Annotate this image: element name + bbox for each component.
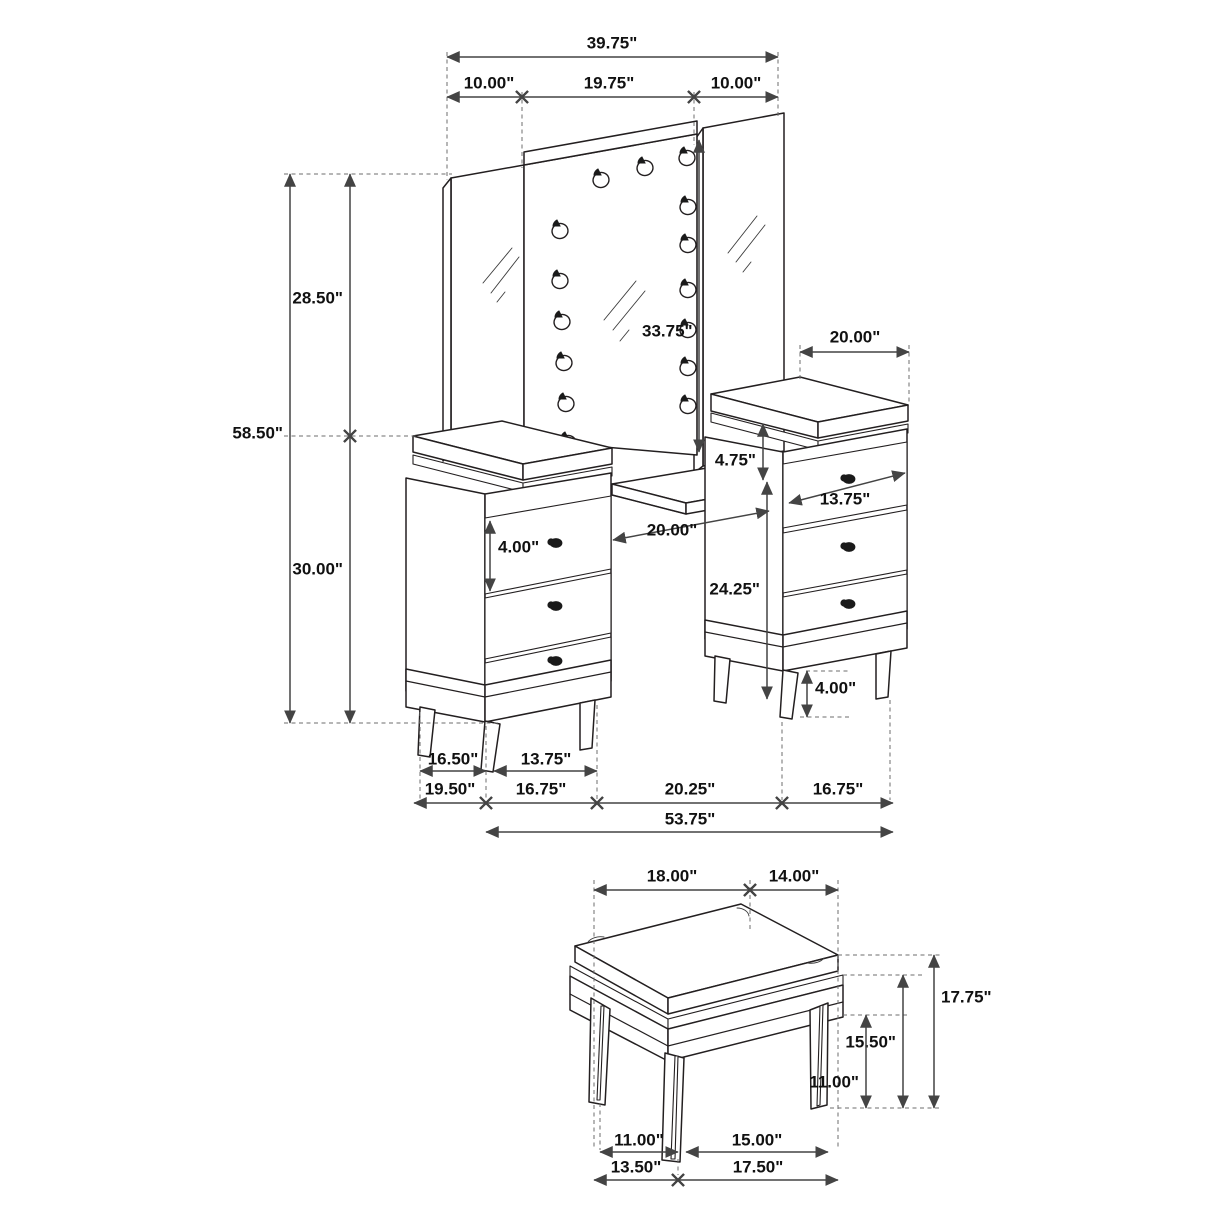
dim-label: 19.50": [425, 779, 476, 798]
dim-stool-base-width: 17.50": [671, 1157, 839, 1187]
cabinet-leg: [779, 669, 799, 720]
dim-label: 4.75": [715, 450, 756, 469]
dim-stool-overall-height: 17.75": [928, 954, 992, 1109]
dim-label: 18.00": [647, 866, 698, 885]
cabinet-leg: [480, 720, 501, 773]
dim-label: 16.75": [813, 779, 864, 798]
left-cabinet: [405, 420, 613, 773]
dim-label: 17.75": [941, 987, 992, 1006]
dim-label: 13.75": [521, 749, 572, 768]
dim-label: 10.00": [464, 73, 515, 92]
dim-label: 13.50": [611, 1157, 662, 1176]
drawer-knob: [840, 599, 856, 609]
dim-stool-seat-width: 18.00": [593, 866, 757, 897]
mirror-bulb: [679, 318, 697, 339]
vanity-illustration: [405, 112, 909, 773]
vanity-dimensions: 39.75" 10.00" 19.75" 10.00" 58.50" 28.50…: [232, 33, 910, 838]
mirror-bulb: [636, 156, 654, 177]
dim-label: 30.00": [292, 559, 343, 578]
drawer-knob: [547, 601, 563, 611]
cabinet-leg: [579, 699, 596, 751]
dim-label: 20.00": [647, 520, 698, 539]
dim-desk-height: 30.00": [292, 429, 357, 724]
mirror-center-lighted: [523, 120, 698, 456]
right-cabinet: [704, 376, 909, 720]
cushion-seam: [587, 907, 825, 964]
dim-label: 39.75": [587, 33, 638, 52]
dim-stool-leg-spread-depth: 11.00": [599, 1130, 679, 1158]
dim-label: 11.00": [614, 1130, 664, 1149]
extension-lines-left: [284, 173, 500, 724]
cabinet-leg: [713, 655, 731, 704]
cabinet-leg: [875, 650, 892, 700]
dim-left-cabinet-width: 13.75": [493, 749, 598, 777]
dim-knee-space: 20.00": [612, 507, 770, 544]
dim-label: 4.00": [498, 537, 539, 556]
dim-mirror-panels: 10.00" 19.75" 10.00": [446, 73, 779, 104]
cabinet-leg: [417, 706, 436, 758]
drawer-knob: [840, 542, 856, 552]
dim-label: 33.75": [642, 321, 693, 340]
dim-base-chain: 19.50" 16.75" 20.25" 16.75": [413, 779, 894, 810]
dim-label: 16.75": [516, 779, 567, 798]
mirror-left-panel: [442, 164, 525, 462]
drawer-knob: [547, 656, 563, 666]
dim-left-cabinet-depth: 16.50": [419, 749, 487, 777]
dim-apron-clearance: 4.75": [715, 423, 769, 481]
dim-label: 4.00": [815, 678, 856, 697]
dim-label: 11.00": [809, 1072, 859, 1091]
dim-leg-height-right: 4.00": [800, 670, 856, 718]
dim-label: 10.00": [711, 73, 762, 92]
dim-label: 20.25": [665, 779, 716, 798]
dim-label: 15.00": [732, 1130, 783, 1149]
dim-label: 53.75": [665, 809, 716, 828]
mirror-bulb: [679, 195, 697, 216]
dim-stool-base-depth: 13.50": [593, 1157, 685, 1187]
glass-reflection-center: [603, 280, 646, 342]
mirror-bulb: [557, 392, 575, 413]
mirror-bulb: [553, 310, 571, 331]
dim-label: 24.25": [709, 579, 760, 598]
dim-drawer-height-left: 4.00": [484, 520, 539, 592]
stool-dimensions: 18.00" 14.00" 17.75" 15.50" 11.00" 11.00…: [593, 866, 992, 1187]
stool-apron: [667, 984, 844, 1062]
drawer-knob: [547, 538, 563, 548]
dim-label: 15.50": [845, 1032, 896, 1051]
mirror-bulb: [555, 351, 573, 372]
extension-lines-bottom: [419, 700, 891, 800]
mirror-bulb: [551, 219, 569, 240]
glass-reflection-left: [482, 247, 520, 303]
dim-label: 16.50": [428, 749, 479, 768]
dim-overall-width: 53.75": [485, 809, 894, 838]
dim-mirror-center-height: 33.75": [642, 139, 705, 453]
mirror-bulb: [679, 356, 697, 377]
dim-label: 14.00": [769, 866, 820, 885]
mirror-bulb: [592, 168, 610, 189]
dim-label: 13.75": [820, 489, 871, 508]
dim-label: 58.50": [232, 423, 283, 442]
dim-label: 17.50": [733, 1157, 784, 1176]
stool-extension-lines: [593, 880, 940, 1175]
glass-reflection-right: [727, 215, 766, 273]
dim-stool-apron-height: 11.00": [809, 1014, 872, 1109]
dim-label: 28.50": [292, 288, 343, 307]
mirror-bulb: [551, 269, 569, 290]
stool-illustration: [569, 903, 844, 1163]
dim-stool-seat-depth: 14.00": [743, 866, 839, 897]
dim-mirror-total-width: 39.75": [446, 33, 779, 63]
dim-overall-height: 58.50": [232, 173, 296, 724]
dim-cabinet-top-width: 20.00": [799, 327, 910, 404]
dim-label: 19.75": [584, 73, 635, 92]
dim-stool-leg-spread-width: 15.00": [685, 1130, 829, 1158]
dim-drawer-width-right: 13.75": [788, 470, 906, 508]
dim-label: 20.00": [830, 327, 881, 346]
dim-mirror-height: 28.50": [292, 173, 357, 443]
mirror-bulb: [679, 233, 697, 254]
